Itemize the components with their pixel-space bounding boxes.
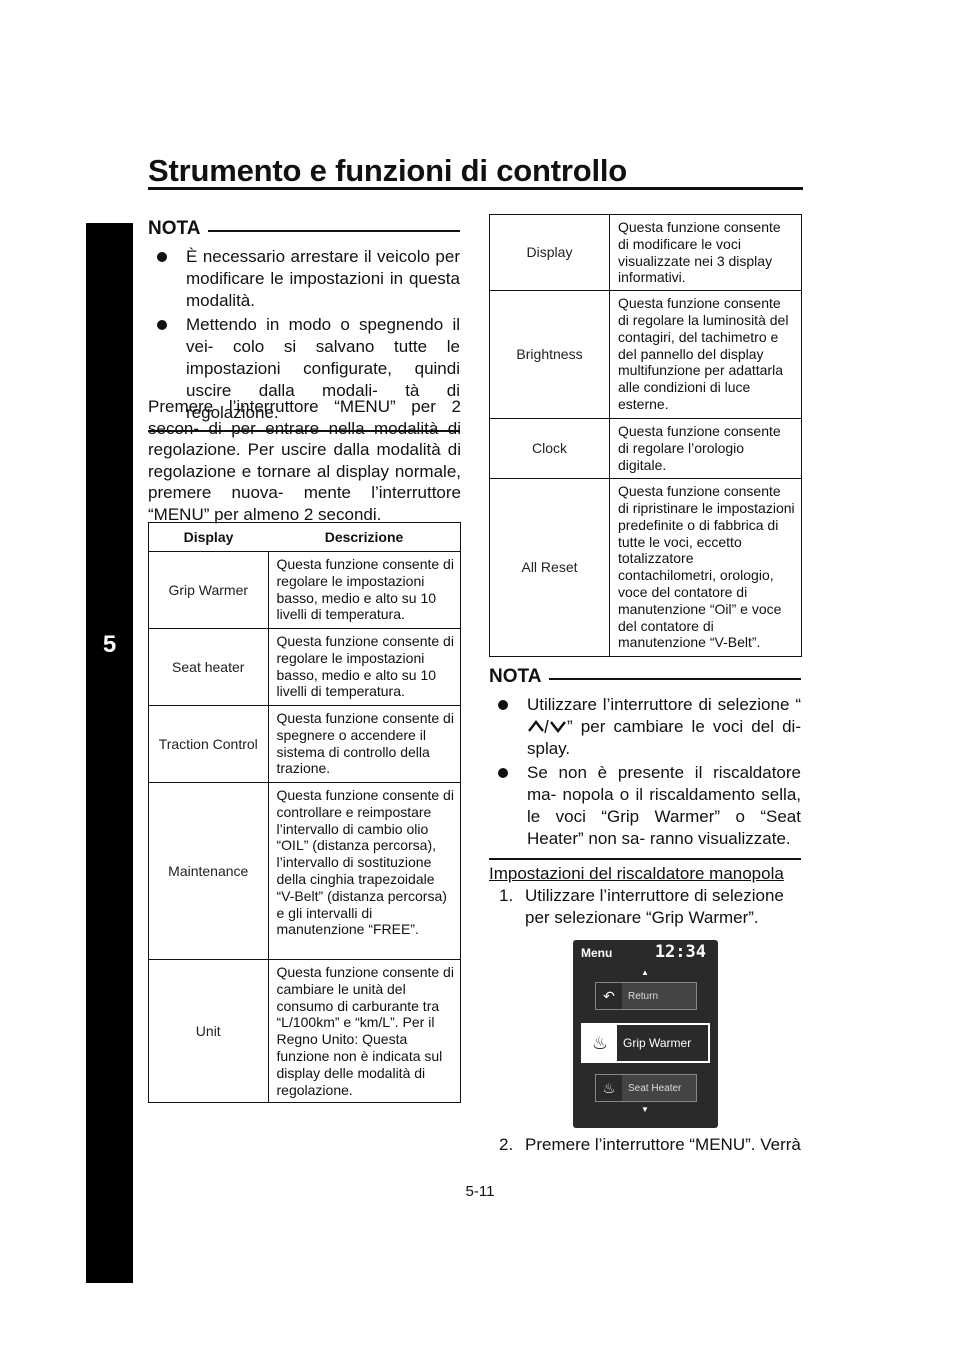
table-row: Brightness Questa funzione consente di r… bbox=[490, 290, 801, 420]
screen-item-label: Seat Heater bbox=[622, 1075, 696, 1101]
table-row: Display Questa funzione consente di modi… bbox=[490, 213, 801, 292]
row-name: Grip Warmer bbox=[149, 551, 269, 629]
grip-warmer-icon: ♨ bbox=[583, 1025, 617, 1061]
screen-menu-label: Menu bbox=[581, 946, 613, 960]
table-row: All Reset Questa funzione consente di ri… bbox=[490, 478, 801, 658]
row-name: Maintenance bbox=[149, 782, 269, 960]
bullet-icon bbox=[498, 700, 508, 710]
row-desc: Questa funzione consente di regolare l’o… bbox=[609, 418, 801, 480]
nota-rule bbox=[208, 230, 460, 232]
title-rule bbox=[148, 187, 803, 190]
list-item-text-post: ” per cambiare le voci del di- splay. bbox=[527, 717, 801, 758]
list-item-text: Se non è presente il riscaldatore ma- no… bbox=[527, 763, 801, 848]
column-header-display: Display bbox=[149, 522, 268, 552]
row-name: Brightness bbox=[490, 290, 610, 420]
nota-rule bbox=[549, 678, 801, 680]
screen-clock: 12:34 bbox=[654, 942, 706, 962]
step-number-1: 1. bbox=[499, 886, 514, 905]
chapter-number: 5 bbox=[102, 631, 117, 658]
nota-end-rule bbox=[148, 430, 460, 432]
bullet-icon bbox=[157, 320, 167, 330]
screen-item-grip-warmer: ♨ Grip Warmer bbox=[581, 1023, 710, 1063]
step-text-1: Utilizzare l’interruttore di selezione p… bbox=[525, 886, 784, 927]
nota-list: È necessario arrestare il veicolo per mo… bbox=[148, 246, 460, 424]
step-text-2: Premere l’interruttore “MENU”. Verrà bbox=[525, 1135, 801, 1154]
screen-item-return: ↶ Return bbox=[595, 982, 697, 1010]
settings-table-right: Display Questa funzione consente di modi… bbox=[489, 213, 802, 658]
list-item: Utilizzare l’interruttore di selezione “… bbox=[489, 694, 801, 760]
table-row: Clock Questa funzione consente di regola… bbox=[490, 418, 801, 480]
nota-label: NOTA bbox=[148, 218, 201, 239]
table-row: Grip Warmer Questa funzione consente di … bbox=[149, 551, 460, 629]
nota-end-rule bbox=[489, 858, 801, 860]
section-heading: Impostazioni del riscaldatore manopola bbox=[489, 864, 784, 883]
seat-heater-icon: ♨ bbox=[602, 1079, 616, 1096]
intro-paragraph: Premere l’interruttore “MENU” per 2 seco… bbox=[148, 397, 461, 524]
row-desc: Questa funzione consente di regolare le … bbox=[268, 551, 460, 629]
nota-list: Utilizzare l’interruttore di selezione “… bbox=[489, 694, 801, 850]
table-row: Maintenance Questa funzione consente di … bbox=[149, 782, 460, 960]
row-desc: Questa funzione consente di ripristinare… bbox=[609, 478, 801, 658]
display-screen: Menu 12:34 ▲ ↶ Return ♨ Grip Warmer ♨ Se… bbox=[573, 940, 718, 1128]
row-desc: Questa funzione consente di modificare l… bbox=[609, 213, 801, 292]
table-row: Traction Control Questa funzione consent… bbox=[149, 705, 460, 783]
page-number: 5-11 bbox=[465, 1183, 495, 1200]
nota-label: NOTA bbox=[489, 666, 542, 687]
table-row: Unit Questa funzione consente di cambiar… bbox=[149, 958, 460, 1104]
up-down-arrows-icon bbox=[528, 719, 566, 734]
list-item: È necessario arrestare il veicolo per mo… bbox=[148, 246, 460, 312]
chapter-tab: 5 bbox=[86, 223, 133, 1283]
row-desc: Questa funzione consente di controllare … bbox=[268, 782, 460, 960]
row-name: Display bbox=[490, 213, 610, 292]
nota-header: NOTA bbox=[489, 666, 801, 688]
row-name: All Reset bbox=[490, 478, 610, 658]
scroll-down-icon: ▼ bbox=[641, 1105, 649, 1114]
row-name: Traction Control bbox=[149, 705, 269, 783]
nota-box-1: NOTA È necessario arrestare il veicolo p… bbox=[148, 218, 460, 432]
scroll-up-icon: ▲ bbox=[641, 968, 649, 977]
list-item: Mettendo in modo o spegnendo il vei- col… bbox=[148, 314, 460, 424]
row-desc: Questa funzione consente di regolare le … bbox=[268, 628, 460, 706]
row-name: Seat heater bbox=[149, 628, 269, 706]
nota-box-2: NOTA Utilizzare l’interruttore di selezi… bbox=[489, 666, 801, 860]
step-number-2: 2. bbox=[499, 1135, 514, 1154]
nota-header: NOTA bbox=[148, 218, 460, 240]
settings-table-left: Display Descrizione Grip Warmer Questa f… bbox=[148, 522, 461, 1104]
table-row: Seat heater Questa funzione consente di … bbox=[149, 628, 460, 706]
list-item-text: È necessario arrestare il veicolo per mo… bbox=[186, 247, 460, 310]
list-item-text-pre: Utilizzare l’interruttore di selezione “ bbox=[527, 695, 801, 714]
row-name: Unit bbox=[149, 958, 269, 1104]
row-desc: Questa funzione consente di regolare la … bbox=[609, 290, 801, 420]
row-desc: Questa funzione consente di cambiare le … bbox=[268, 958, 460, 1104]
row-desc: Questa funzione consente di spegnere o a… bbox=[268, 705, 460, 783]
list-item-text: Mettendo in modo o spegnendo il vei- col… bbox=[186, 315, 460, 422]
row-name: Clock bbox=[490, 418, 610, 480]
screen-item-label: Return bbox=[622, 983, 696, 1009]
bullet-icon bbox=[157, 252, 167, 262]
bullet-icon bbox=[498, 768, 508, 778]
screen-item-label: Grip Warmer bbox=[617, 1025, 708, 1061]
column-header-descrizione: Descrizione bbox=[268, 522, 460, 552]
return-icon: ↶ bbox=[603, 987, 615, 1004]
page-title: Strumento e funzioni di controllo bbox=[148, 153, 628, 188]
screen-item-seat-heater: ♨ Seat Heater bbox=[595, 1074, 697, 1102]
list-item: Se non è presente il riscaldatore ma- no… bbox=[489, 762, 801, 850]
